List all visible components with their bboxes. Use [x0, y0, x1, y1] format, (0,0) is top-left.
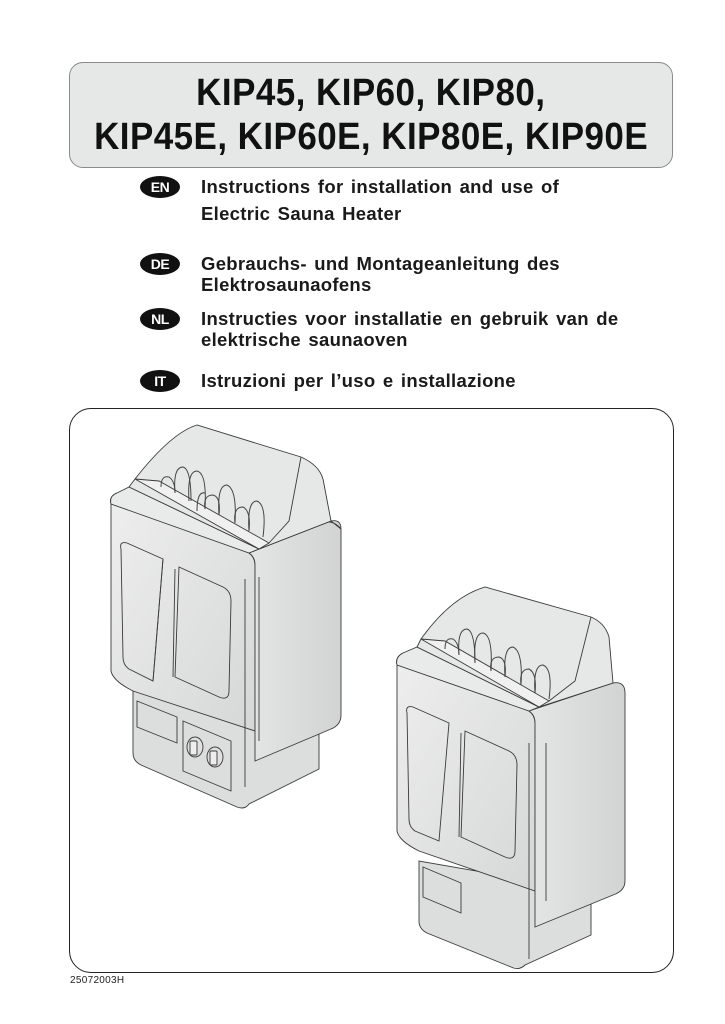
language-badge-nl: NL — [140, 308, 180, 330]
title-line-1: KIP45, KIP60, KIP80, — [196, 72, 546, 114]
language-title-nl-line1: Instructies voor installatie en gebruik … — [201, 308, 619, 329]
language-badge-de: DE — [140, 253, 180, 275]
language-section-nl: NL Instructies voor installatie en gebru… — [140, 308, 619, 350]
control-knob-icon — [206, 746, 224, 768]
heater-illustration-1 — [110, 424, 342, 809]
language-title-de-line2: Elektrosaunaofens — [201, 274, 372, 295]
language-title-nl: Instructies voor installatie en gebruik … — [201, 308, 619, 350]
document-code: 25072003H — [70, 975, 125, 986]
language-title-en: Instructions for installation and use of… — [201, 173, 559, 227]
language-title-en-line2: Electric Sauna Heater — [201, 203, 402, 224]
language-section-de: DE Gebrauchs- und Montageanleitung des E… — [140, 253, 560, 295]
language-title-it: Istruzioni per l’uso e installazione — [201, 370, 516, 391]
heater-illustration-2 — [396, 586, 626, 970]
title-banner: KIP45, KIP60, KIP80, KIP45E, KIP60E, KIP… — [69, 62, 673, 168]
language-section-it: IT Istruzioni per l’uso e installazione — [140, 370, 516, 392]
language-title-de: Gebrauchs- und Montageanleitung des Elek… — [201, 253, 560, 295]
language-title-it-line1: Istruzioni per l’uso e installazione — [201, 370, 516, 391]
illustration-frame — [69, 408, 674, 973]
control-knob-icon — [186, 736, 204, 758]
language-badge-it: IT — [140, 370, 180, 392]
language-title-nl-line2: elektrische saunaoven — [201, 329, 408, 350]
language-title-en-line1: Instructions for installation and use of — [201, 176, 560, 197]
language-title-de-line1: Gebrauchs- und Montageanleitung des — [201, 253, 560, 274]
language-section-en: EN Instructions for installation and use… — [140, 176, 559, 227]
language-badge-en: EN — [140, 176, 180, 198]
title-line-2: KIP45E, KIP60E, KIP80E, KIP90E — [93, 116, 649, 158]
